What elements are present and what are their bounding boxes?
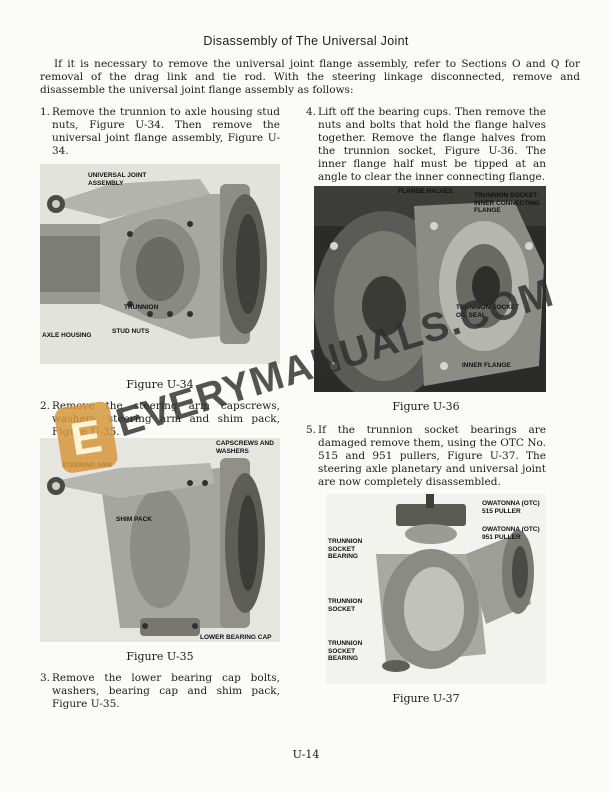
label-universal-joint-assembly: UNIVERSAL JOINT ASSEMBLY [88,172,147,187]
step-1: 1. Remove the trunnion to axle housing s… [40,106,280,158]
label-trunnion-socket-bearing-bottom: TRUNNION SOCKET BEARING [328,640,363,662]
label-trunnion-socket-inner-connecting-flange: TRUNNION SOCKET INNER CONNECTING FLANGE [474,192,540,214]
label-steering-arm: STEERING ARM [62,462,112,469]
figure-u37-photo: OWATONNA (OTC) 515 PULLER OWATONNA (OTC)… [326,494,546,684]
page-title: Disassembly of The Universal Joint [203,34,409,48]
page-number: U-14 [292,748,320,761]
label-trunnion-socket: TRUNNION SOCKET [328,598,363,613]
label-otc-951-puller: OWATONNA (OTC) 951 PULLER [482,526,540,541]
label-otc-515-puller: OWATONNA (OTC) 515 PULLER [482,500,540,515]
figure-u36-caption: Figure U-36 [392,400,460,413]
label-trunnion-socket-oil-seal: TRUNNION SOCKET OIL SEAL [456,304,520,319]
step-number: 4. [306,106,317,118]
label-shim-pack: SHIM PACK [116,516,152,523]
step-number: 3. [40,672,51,684]
step-4: 4. Lift off the bearing cups. Then remov… [306,106,546,184]
figure-u34-photo: UNIVERSAL JOINT ASSEMBLY TRUNNION AXLE H… [40,164,280,364]
step-number: 5. [306,424,317,436]
label-stud-nuts: STUD NUTS [112,328,150,335]
step-number: 1. [40,106,51,118]
step-text: Remove the lower bearing cap bolts, wash… [52,672,280,710]
figure-u35-caption: Figure U-35 [126,650,194,663]
label-flange-halves: FLANGE HALVES [398,188,453,195]
step-text: Lift off the bearing cups. Then remove t… [318,106,546,183]
label-trunnion-socket-bearing-top: TRUNNION SOCKET BEARING [328,538,363,560]
label-capscrews-and-washers: CAPSCREWS AND WASHERS [216,440,274,455]
label-trunnion: TRUNNION [124,304,159,311]
intro-paragraph: If it is necessary to remove the univers… [40,58,580,96]
label-axle-housing: AXLE HOUSING [42,332,92,339]
step-number: 2. [40,400,51,412]
figure-u37-caption: Figure U-37 [392,692,460,705]
label-lower-bearing-cap: LOWER BEARING CAP [200,634,272,641]
step-3: 3. Remove the lower bearing cap bolts, w… [40,672,280,711]
figure-u36-photo: FLANGE HALVES TRUNNION SOCKET INNER CONN… [314,186,546,392]
step-text: Remove the steering arm capscrews, washe… [52,400,280,438]
figure-u34-caption: Figure U-34 [126,378,194,391]
label-inner-flange: INNER FLANGE [462,362,511,369]
step-text: If the trunnion socket bearings are dama… [318,424,546,488]
step-5: 5. If the trunnion socket bearings are d… [306,424,546,489]
step-2: 2. Remove the steering arm capscrews, wa… [40,400,280,439]
figure-u35-photo: CAPSCREWS AND WASHERS STEERING ARM SHIM … [40,438,280,642]
step-text: Remove the trunnion to axle housing stud… [52,106,280,157]
